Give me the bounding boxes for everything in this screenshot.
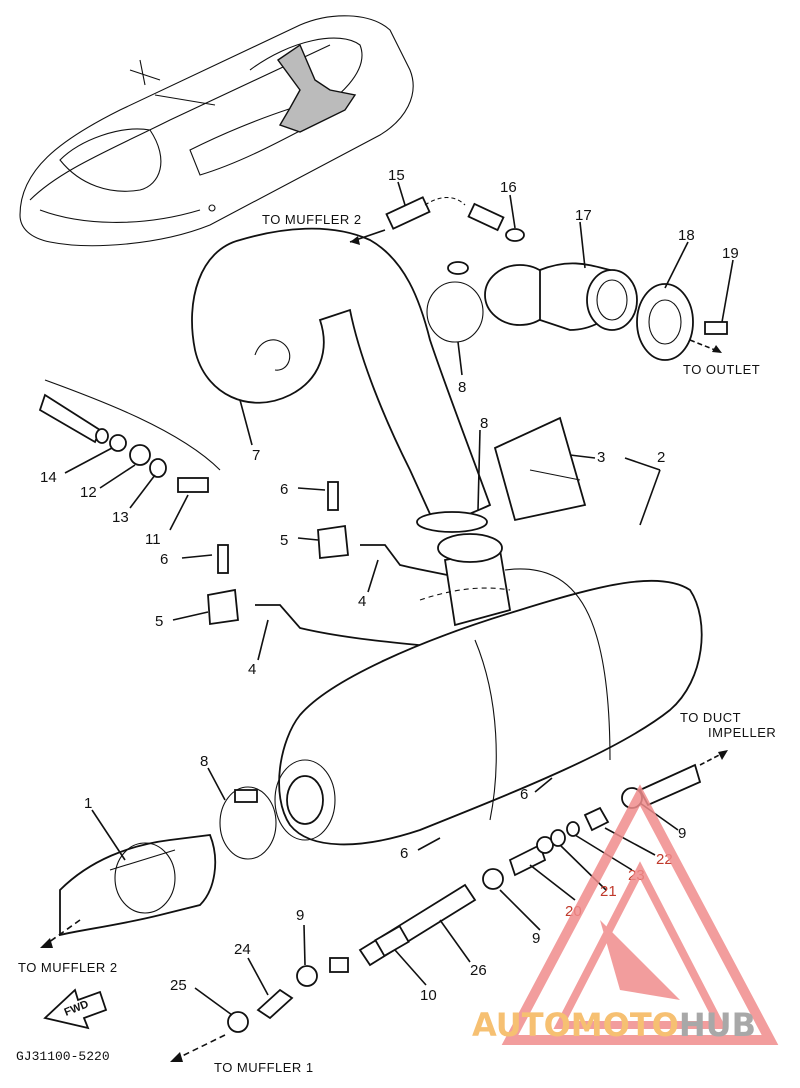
part-number: 5 <box>155 613 163 630</box>
exhaust-pipe-7 <box>191 227 492 527</box>
part-number: 6 <box>520 786 528 803</box>
label-to-outlet: TO OUTLET <box>683 362 760 377</box>
part-number: 6 <box>160 551 168 568</box>
part-number: 14 <box>40 469 57 486</box>
part-number: 24 <box>234 941 251 958</box>
hose-26-10 <box>329 883 477 973</box>
clamp-8-lower <box>219 786 277 860</box>
watercraft-thumbnail <box>19 15 414 247</box>
watermark-text-part1: AUTOMOTO <box>472 1006 679 1044</box>
part-number: 21 <box>600 883 617 900</box>
nut-bolt-group <box>38 379 221 493</box>
label-impeller: IMPELLER <box>708 725 776 740</box>
watermark-text-part2: HUB <box>679 1006 756 1044</box>
fwd-arrow: FWD <box>43 988 108 1030</box>
part-number: 12 <box>80 484 97 501</box>
brackets-bolts <box>207 481 471 651</box>
part-number: 19 <box>722 245 739 262</box>
part-number: 13 <box>112 509 129 526</box>
part-number: 4 <box>358 593 366 610</box>
label-to-muffler-2-top: TO MUFFLER 2 <box>262 212 362 227</box>
part-number: 2 <box>657 449 665 466</box>
hose-15 <box>349 196 505 245</box>
part-number: 8 <box>458 379 466 396</box>
joint-17 <box>447 261 638 331</box>
part-number: 10 <box>420 987 437 1004</box>
part-number: 9 <box>296 907 304 924</box>
label-to-muffler-1: TO MUFFLER 1 <box>214 1060 314 1075</box>
part-number: 8 <box>480 415 488 432</box>
part-number: 3 <box>597 449 605 466</box>
clamp-8-upper <box>426 281 484 343</box>
part-number: 11 <box>145 531 161 548</box>
part-number: 25 <box>170 977 187 994</box>
part-number: 1 <box>84 795 92 812</box>
part-number: 9 <box>678 825 686 842</box>
part-number: 8 <box>200 753 208 770</box>
part-number: 5 <box>280 532 288 549</box>
gasket-18 <box>636 283 694 361</box>
part-number: 16 <box>500 179 517 196</box>
watermark-logo: AUTOMOTOHUB <box>472 784 779 1045</box>
plate-3 <box>493 416 587 522</box>
diagram-code: GJ31100-5220 <box>16 1049 110 1064</box>
watermark-text: AUTOMOTOHUB <box>472 1006 756 1044</box>
label-to-duct: TO DUCT <box>680 710 741 725</box>
pipe-1 <box>59 834 217 937</box>
part-number: 15 <box>388 167 405 184</box>
muffler-2 <box>274 511 703 846</box>
part-number: 7 <box>252 447 260 464</box>
part-number: 17 <box>575 207 592 224</box>
part-number: 6 <box>400 845 408 862</box>
part-number: 9 <box>532 930 540 947</box>
part-number: 6 <box>280 481 288 498</box>
part-number: 18 <box>678 227 695 244</box>
part-number: 26 <box>470 962 487 979</box>
bolt-19 <box>689 321 728 353</box>
part-number: 4 <box>248 661 256 678</box>
clamp-16 <box>505 228 525 242</box>
leader-lines <box>64 181 734 1016</box>
fittings-group <box>40 750 728 1062</box>
callout-labels: TO MUFFLER 2 TO OUTLET TO DUCT IMPELLER … <box>16 212 776 1075</box>
label-to-muffler-2-bottom: TO MUFFLER 2 <box>18 960 118 975</box>
